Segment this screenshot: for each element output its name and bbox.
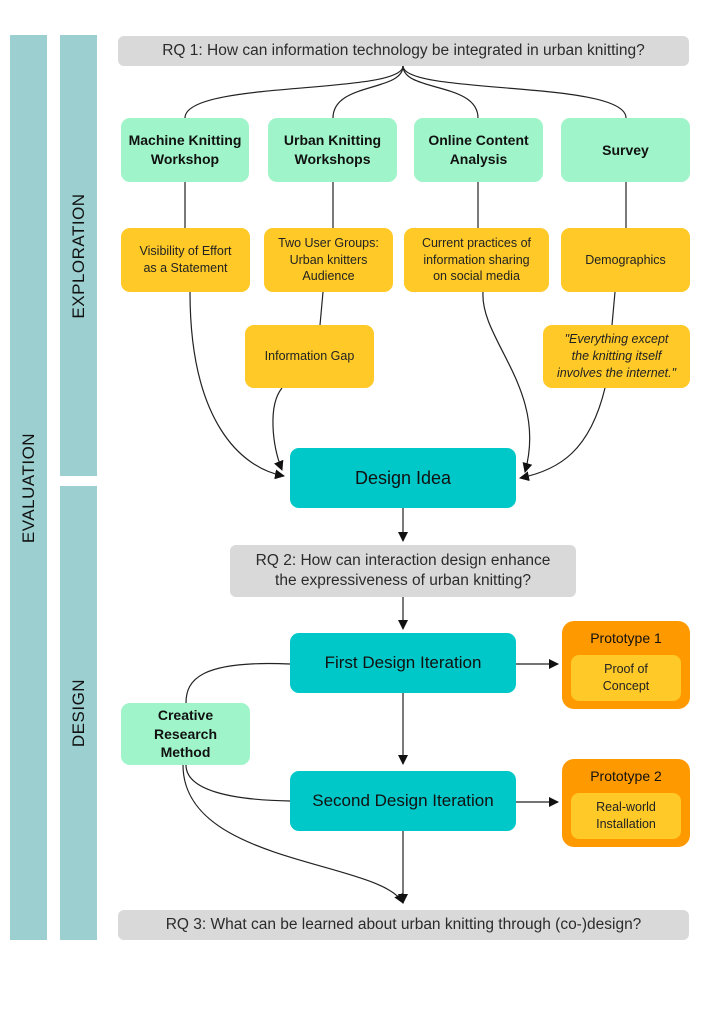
finding-line1: Two User Groups: — [278, 235, 379, 250]
finding-line2: information sharing — [423, 252, 530, 267]
prototype1-box: Prototype 1 Proof of Concept — [562, 621, 690, 709]
first-design-iteration-box: First Design Iteration — [290, 633, 516, 693]
prototype1-description: Proof of Concept — [571, 655, 681, 701]
creative-method-line1: Creative — [157, 706, 214, 723]
method-label-line1: Machine Knitting — [128, 132, 242, 149]
prototype1-line1: Proof of — [604, 662, 648, 677]
finding-information-gap: Information Gap — [245, 325, 374, 388]
rq1-box: RQ 1: How can information technology be … — [118, 36, 689, 66]
finding-line1: Visibility of Effort — [139, 244, 232, 259]
evaluation-band: EVALUATION — [10, 35, 47, 940]
finding-visibility-of-effort: Visibility of Effort as a Statement — [121, 228, 250, 292]
rq2-line1: RQ 2: How can interaction design enhance — [255, 551, 551, 569]
method-label-line1: Urban Knitting — [283, 132, 382, 149]
prototype1-line2: Concept — [602, 679, 650, 693]
method-label-line2: Workshop — [150, 151, 220, 167]
method-label-line2: Analysis — [449, 151, 508, 167]
finding-line1: Current practices of — [421, 235, 532, 250]
rq2-line2: the expressiveness of urban knitting? — [275, 572, 531, 589]
rq2-box: RQ 2: How can interaction design enhance… — [230, 545, 576, 597]
finding-line1: Information Gap — [264, 349, 355, 364]
finding-line3: involves the internet." — [556, 365, 677, 380]
finding-line2: Urban knitters — [289, 252, 368, 267]
prototype1-title: Prototype 1 — [590, 630, 662, 646]
finding-line2: as a Statement — [143, 261, 228, 275]
finding-line3: Audience — [302, 269, 355, 284]
prototype2-line2: Installation — [596, 817, 656, 831]
exploration-band: EXPLORATION — [60, 35, 97, 476]
method-label-line1: Online Content — [428, 132, 529, 149]
rq3-box: RQ 3: What can be learned about urban kn… — [118, 910, 689, 940]
prototype2-line1: Real-world — [596, 800, 656, 815]
finding-line1: "Everything except — [564, 332, 669, 347]
finding-line2: the knitting itself — [571, 349, 662, 364]
finding-line1: Demographics — [585, 252, 666, 267]
prototype2-title: Prototype 2 — [590, 768, 662, 784]
design-band: DESIGN — [60, 486, 97, 940]
creative-method-line3: Method — [160, 744, 211, 761]
finding-current-practices: Current practices of information sharing o… — [404, 228, 549, 292]
method-label-line1: Survey — [602, 141, 649, 158]
creative-method-line2: Research — [153, 725, 218, 742]
second-design-iteration-box: Second Design Iteration — [290, 771, 516, 831]
method-label-line2: Workshops — [294, 151, 371, 167]
design-idea-box: Design Idea — [290, 448, 516, 508]
finding-line3: on social media — [433, 269, 520, 284]
finding-demographics: Demographics — [561, 228, 690, 292]
method-survey: Survey — [561, 118, 690, 182]
